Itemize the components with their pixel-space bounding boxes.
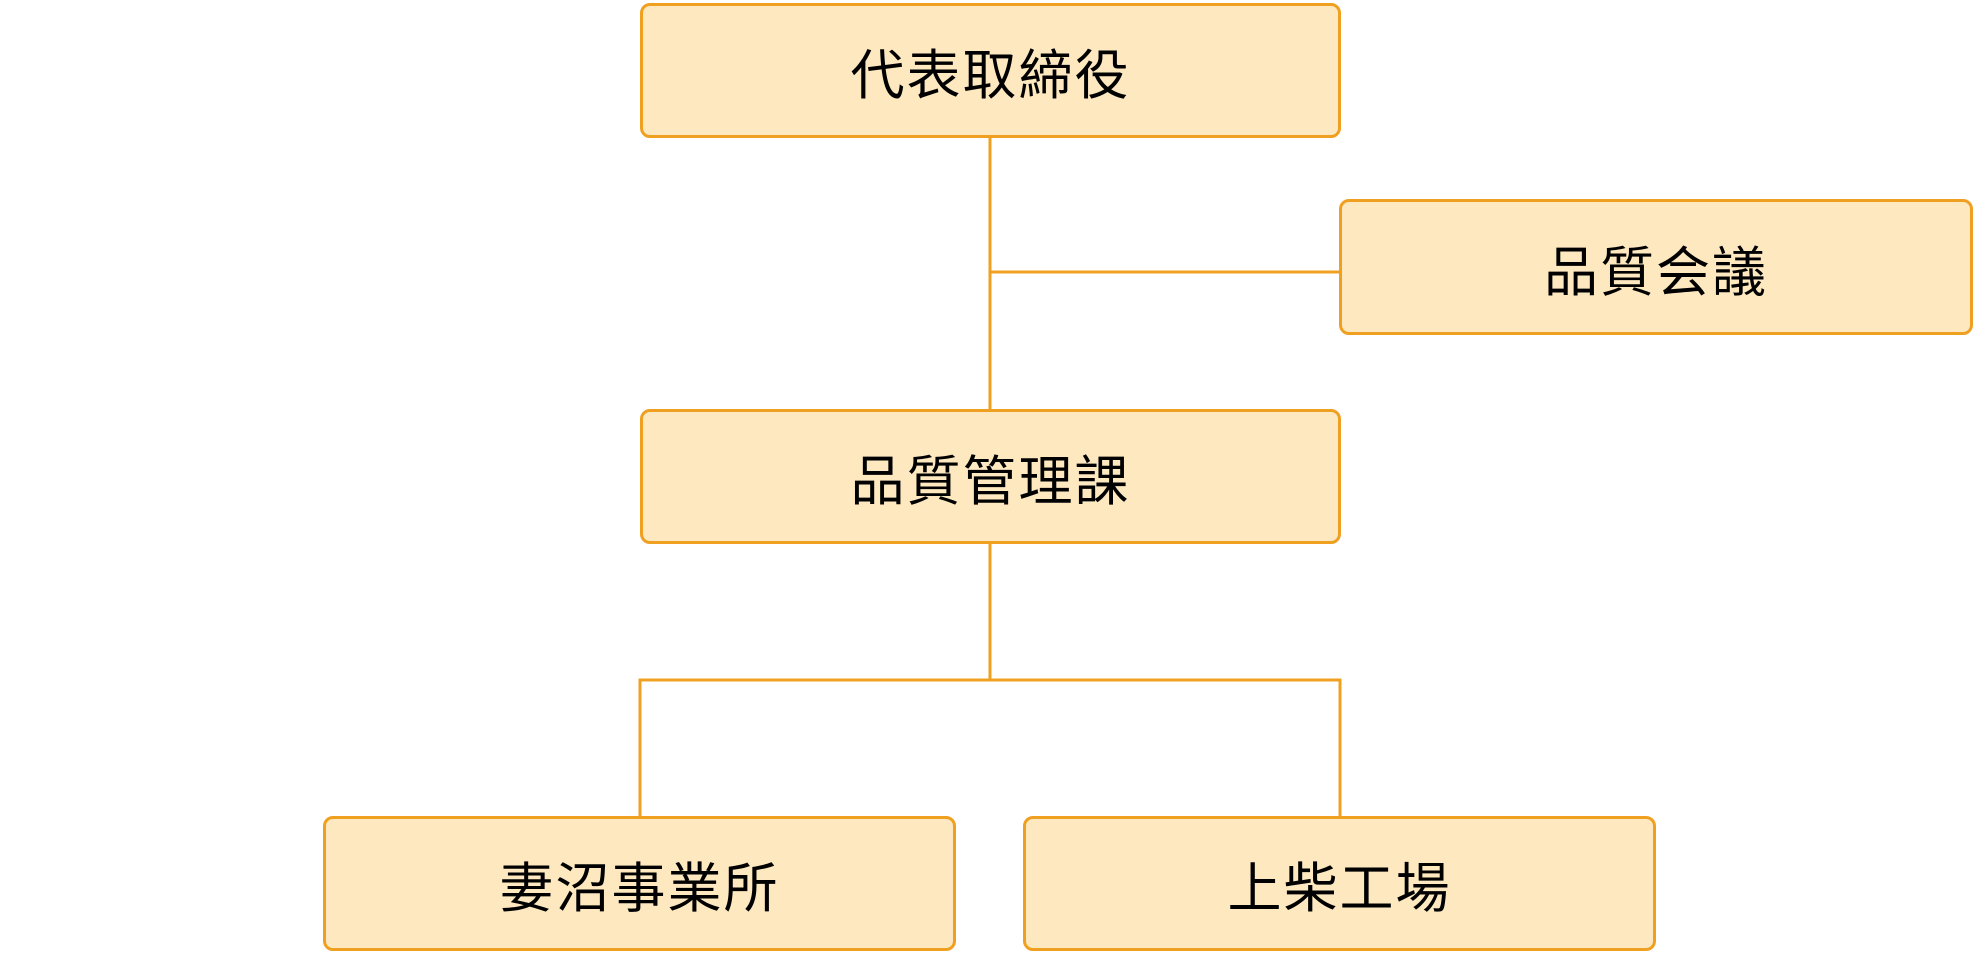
node-tsumanuma-label: 妻沼事業所 bbox=[499, 857, 780, 920]
node-qc-section: 品質管理課 bbox=[640, 409, 1341, 544]
node-qc-section-label: 品質管理課 bbox=[850, 450, 1131, 513]
node-kamishiba-label: 上柴工場 bbox=[1227, 857, 1452, 920]
node-ceo-label: 代表取締役 bbox=[850, 44, 1131, 107]
node-tsumanuma: 妻沼事業所 bbox=[323, 816, 956, 951]
node-kamishiba: 上柴工場 bbox=[1023, 816, 1656, 951]
node-quality-meeting: 品質会議 bbox=[1339, 199, 1973, 335]
node-ceo: 代表取締役 bbox=[640, 3, 1341, 138]
node-quality-meeting-label: 品質会議 bbox=[1544, 240, 1768, 304]
